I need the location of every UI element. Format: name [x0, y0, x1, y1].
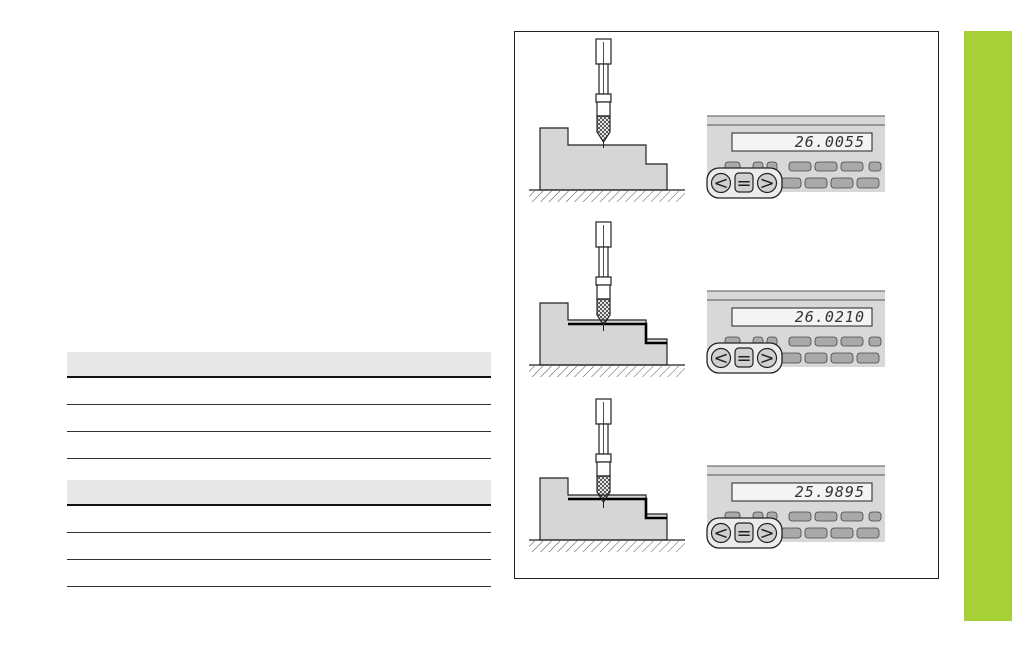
probe-tip: [596, 298, 611, 327]
keypad-key: [780, 527, 802, 539]
keypad-key: [830, 527, 854, 539]
table-2: [67, 480, 491, 587]
probe-panel-2: 26.0210 < = >: [529, 221, 885, 377]
probe-panel-1: 26.0055 < = >: [529, 38, 885, 202]
keypad-key: [780, 177, 802, 189]
table-1: [67, 352, 491, 459]
chapter-side-tab: [964, 31, 1012, 621]
keypad-key: [840, 336, 864, 347]
right-arrow-key: [756, 347, 778, 369]
display-unit: 26.0210 < = >: [706, 290, 885, 374]
keypad-key: [814, 336, 838, 347]
left-key-glyph: <: [713, 523, 728, 544]
workpiece-edge-highlight: [568, 322, 667, 345]
figure-frame: 26.0055 < = >26.0210 < = >25.9895 < = >: [514, 31, 939, 579]
table-row: [67, 405, 491, 432]
ground-hatch: [529, 541, 685, 552]
keypad-key: [804, 177, 828, 189]
keypad-key: [788, 511, 812, 522]
keypad-key: [788, 161, 812, 172]
display-unit: 26.0055 < = >: [706, 115, 885, 199]
workpiece-edge-highlight: [568, 497, 667, 520]
left-arrow-key: [710, 347, 732, 369]
right-arrow-key: [756, 522, 778, 544]
keypad-key: [856, 527, 880, 539]
keypad-key: [856, 177, 880, 189]
keypad-key: [868, 336, 882, 347]
equal-key-glyph: =: [736, 348, 751, 369]
probe-collar: [595, 453, 612, 463]
keypad-key: [856, 352, 880, 364]
probe-collar: [595, 93, 612, 103]
right-key-glyph: >: [759, 173, 774, 194]
readout-value: 26.0210: [795, 308, 865, 326]
readout-value: 26.0055: [795, 133, 865, 151]
readout-window: [731, 482, 873, 502]
readout-value: 25.9895: [795, 483, 865, 501]
equal-key-glyph: =: [736, 173, 751, 194]
left-key-glyph: <: [713, 348, 728, 369]
keypad-key: [814, 511, 838, 522]
table-row: [67, 560, 491, 587]
keypad-key: [840, 161, 864, 172]
display-unit: 25.9895 < = >: [706, 465, 885, 549]
probe-collar: [595, 276, 612, 286]
keypad-key: [814, 161, 838, 172]
table-2-header: [67, 480, 491, 506]
left-key-glyph: <: [713, 173, 728, 194]
keypad-key: [868, 511, 882, 522]
keypad-key: [788, 336, 812, 347]
right-key-glyph: >: [759, 348, 774, 369]
probe-panel-3: 25.9895 < = >: [529, 398, 885, 552]
ground-hatch: [529, 191, 685, 202]
equal-key: [734, 172, 754, 193]
right-key-glyph: >: [759, 523, 774, 544]
keypad-key: [780, 352, 802, 364]
equal-key-glyph: =: [736, 523, 751, 544]
probe-illustration: 26.0055 < = >26.0210 < = >25.9895 < = >: [529, 38, 885, 552]
table-row: [67, 533, 491, 560]
readout-window: [731, 307, 873, 327]
probe-neck: [596, 284, 611, 300]
equal-key: [734, 347, 754, 368]
equal-key: [734, 522, 754, 543]
keypad-key: [830, 352, 854, 364]
right-arrow-key: [756, 172, 778, 194]
table-1-header: [67, 352, 491, 378]
keypad-key: [804, 352, 828, 364]
probe-neck: [596, 461, 611, 477]
ground-hatch: [529, 366, 685, 377]
probe-neck: [596, 101, 611, 117]
table-row: [67, 378, 491, 405]
readout-window: [731, 132, 873, 152]
keypad-key: [804, 527, 828, 539]
probe-tip: [596, 475, 611, 504]
keypad-key: [830, 177, 854, 189]
table-row: [67, 506, 491, 533]
keypad-key: [840, 511, 864, 522]
table-row: [67, 432, 491, 459]
left-arrow-key: [710, 172, 732, 194]
probe-tip: [596, 115, 611, 144]
left-arrow-key: [710, 522, 732, 544]
keypad-key: [868, 161, 882, 172]
